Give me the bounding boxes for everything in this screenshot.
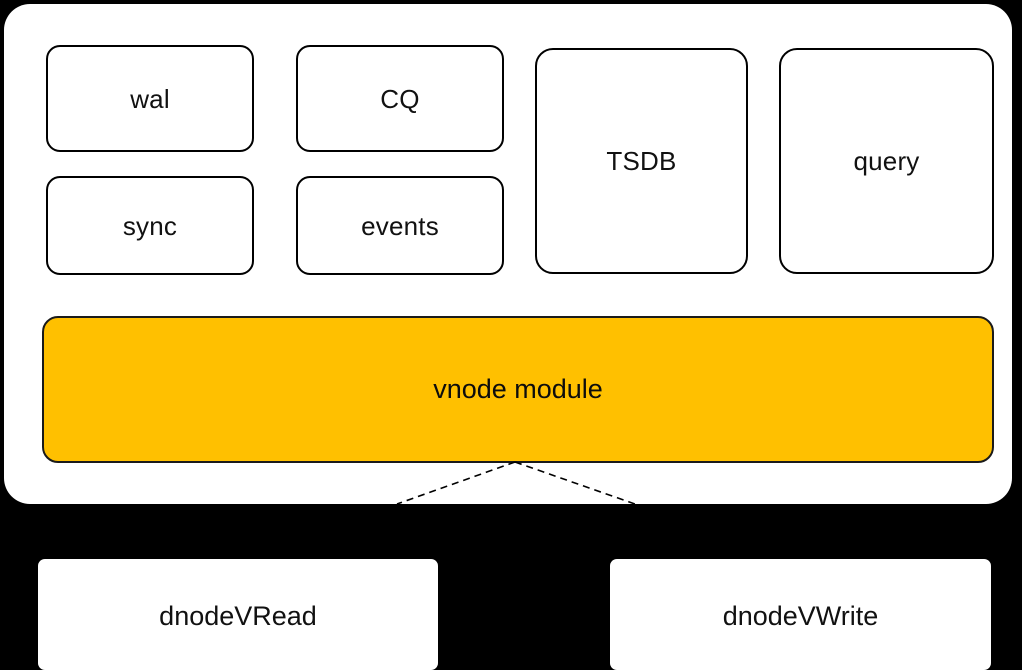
module-label-tsdb: TSDB (606, 146, 677, 176)
module-label-cq: CQ (380, 83, 420, 114)
module-label-events: events (361, 210, 439, 241)
module-box-cq[interactable]: CQ (296, 45, 504, 152)
dnode-box-vwrite[interactable]: dnodeVWrite (610, 559, 991, 670)
dnode-label-vread: dnodeVRead (159, 601, 317, 631)
module-box-query[interactable]: query (779, 48, 994, 274)
module-box-wal[interactable]: wal (46, 45, 254, 152)
module-label-sync: sync (122, 210, 178, 241)
module-label-query: query (853, 146, 920, 176)
dnode-box-vread[interactable]: dnodeVRead (38, 559, 438, 670)
dnode-label-vwrite: dnodeVWrite (722, 601, 879, 631)
module-label-wal: wal (130, 83, 170, 114)
module-box-events[interactable]: events (296, 176, 504, 275)
vnode-module-bar[interactable]: vnode module (42, 316, 994, 463)
module-box-tsdb[interactable]: TSDB (535, 48, 748, 274)
vnode-container: wal CQ sync events TSDB query vnode modu… (4, 4, 1012, 504)
module-box-sync[interactable]: sync (46, 176, 254, 275)
vnode-module-label: vnode module (433, 374, 603, 404)
